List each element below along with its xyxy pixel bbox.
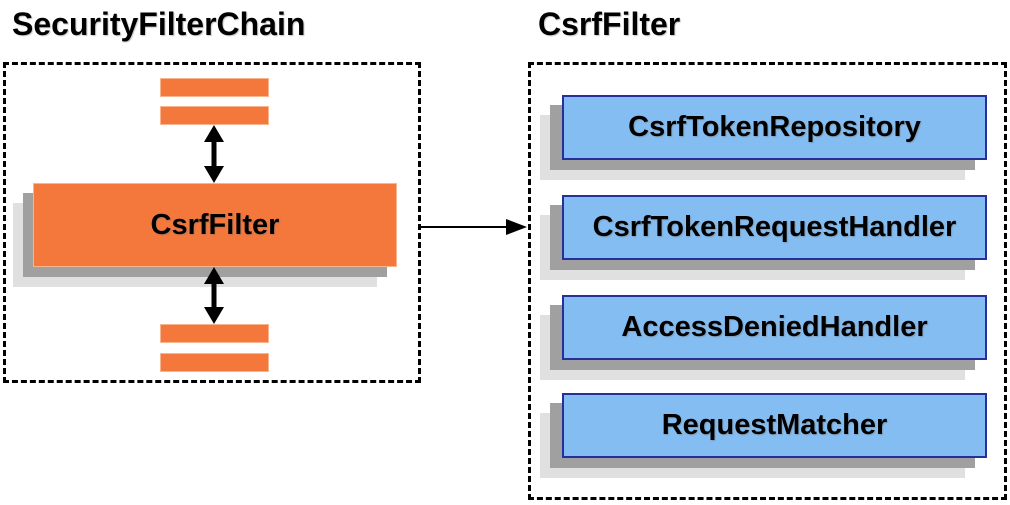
component-label: CsrfTokenRepository bbox=[628, 111, 921, 143]
security-filter-chain-title: SecurityFilterChain bbox=[12, 6, 306, 42]
double-arrow-icon bbox=[204, 125, 224, 183]
filter-placeholder-bar-3 bbox=[160, 324, 269, 343]
filter-placeholder-bar-1 bbox=[160, 78, 269, 97]
filter-placeholder-bar-2 bbox=[160, 106, 269, 125]
component-label: AccessDeniedHandler bbox=[621, 311, 928, 343]
csrf-filter-box-label: CsrfFilter bbox=[150, 208, 280, 241]
filter-placeholder-bar-4 bbox=[160, 353, 269, 372]
component-box-csrf-token-request-handler: CsrfTokenRequestHandler bbox=[562, 195, 987, 260]
csrf-filter-box: CsrfFilter bbox=[33, 183, 397, 267]
csrf-filter-detail-box: CsrfTokenRepository CsrfTokenRequestHand… bbox=[528, 62, 1007, 500]
right-arrow-icon bbox=[421, 219, 527, 235]
component-label: CsrfTokenRequestHandler bbox=[592, 211, 957, 243]
double-arrow-icon bbox=[204, 267, 224, 324]
component-box-access-denied-handler: AccessDeniedHandler bbox=[562, 295, 987, 360]
component-label: RequestMatcher bbox=[661, 409, 888, 441]
component-box-csrf-token-repository: CsrfTokenRepository bbox=[562, 95, 987, 160]
component-box-request-matcher: RequestMatcher bbox=[562, 393, 987, 458]
security-filter-chain-box: CsrfFilter bbox=[3, 62, 421, 383]
csrf-filter-title: CsrfFilter bbox=[538, 6, 681, 42]
